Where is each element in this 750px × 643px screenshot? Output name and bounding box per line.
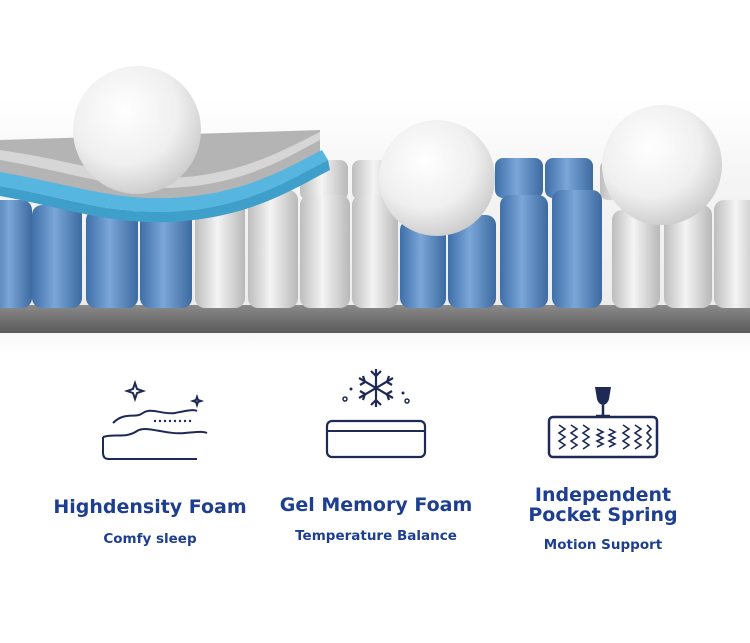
feature-highdensity-foam: Highdensity Foam Comfy sleep <box>40 375 260 547</box>
mattress-base <box>0 305 750 333</box>
mattress-cutaway-illustration <box>0 66 750 350</box>
feature-subtitle: Comfy sleep <box>103 531 197 547</box>
feature-title: Independent Pocket Spring <box>528 484 678 526</box>
foam-layer-icon <box>40 375 260 469</box>
feature-title: Highdensity Foam <box>53 496 247 518</box>
feature-title: Gel Memory Foam <box>279 494 473 516</box>
gel-cooling-icon <box>266 363 486 469</box>
feature-subtitle: Motion Support <box>543 537 663 553</box>
feature-gel-memory-foam: Gel Memory Foam Temperature Balance <box>266 363 486 544</box>
pressure-ball-right <box>602 105 722 225</box>
pressure-ball-middle <box>379 120 495 236</box>
pocket-spring-icon <box>490 385 716 465</box>
feature-independent-pocket-spring: Independent Pocket Spring Motion Support <box>490 385 716 553</box>
pocket-coils <box>0 190 750 308</box>
feature-subtitle: Temperature Balance <box>295 528 457 544</box>
pressure-ball-left <box>73 66 201 194</box>
feature-list: Highdensity Foam Comfy sleep <box>0 355 750 643</box>
